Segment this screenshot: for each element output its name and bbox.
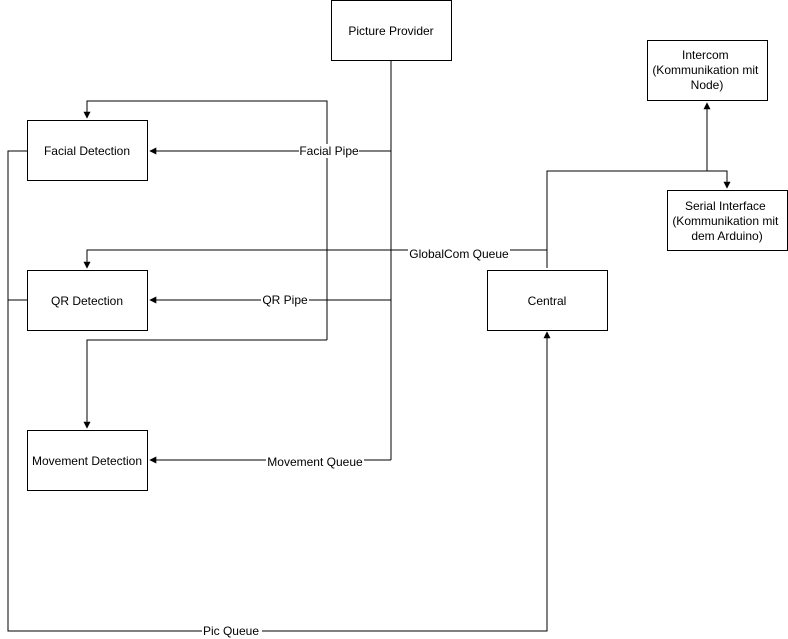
- central-box[interactable]: [487, 270, 608, 331]
- central-serial-line: [546, 170, 731, 268]
- pic-queue-label: Pic Queue: [203, 624, 259, 638]
- qr-detection-box[interactable]: [27, 270, 148, 331]
- facial-pipe-label: Facial Pipe: [299, 144, 359, 158]
- serial-interface-label: Serial Interface (Kommunikation mit dem …: [672, 199, 781, 243]
- movement-detection-label: Movement Detection: [32, 454, 142, 468]
- intercom-label: Intercom (Kommunikation mit Node): [652, 48, 761, 92]
- qr-detection-label: QR Detection: [51, 294, 123, 308]
- central-label: Central: [528, 294, 567, 308]
- globalcom-queue-line: [83, 249, 547, 269]
- intercom-box[interactable]: [647, 40, 768, 101]
- globalcom-queue-label: GlobalCom Queue: [409, 247, 509, 261]
- facial-detection-label: Facial Detection: [44, 144, 130, 158]
- picture-provider-box[interactable]: [331, 0, 452, 61]
- qr-pipe-label: QR Pipe: [262, 293, 308, 307]
- pic-queue-line: [7, 150, 551, 632]
- movement-queue-label: Movement Queue: [267, 455, 363, 469]
- facial-detection-box[interactable]: [27, 120, 148, 181]
- picture-provider-label: Picture Provider: [348, 24, 433, 38]
- movement-feedback-line: [83, 339, 327, 429]
- movement-detection-box[interactable]: [27, 430, 148, 491]
- facial-feedback-line: [83, 100, 328, 340]
